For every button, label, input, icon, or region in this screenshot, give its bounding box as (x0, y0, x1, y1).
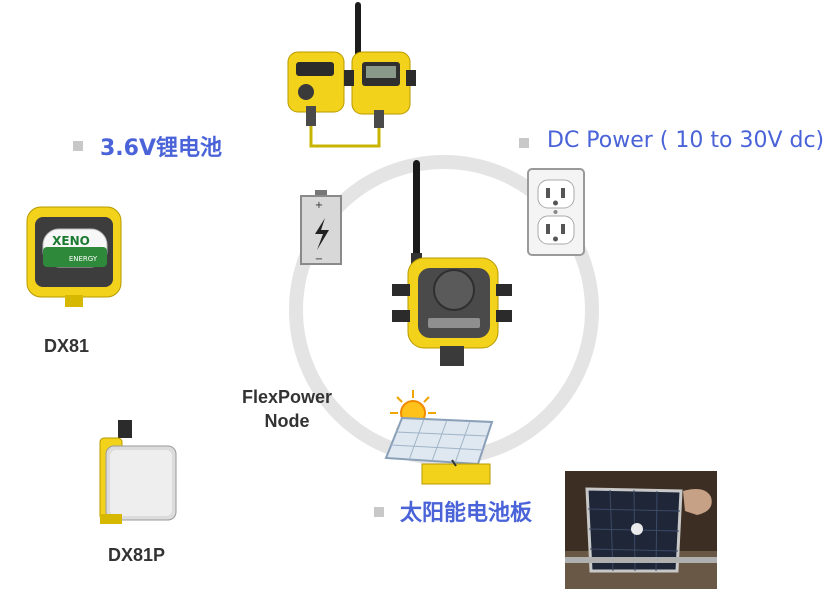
power-outlet-icon (527, 168, 585, 256)
solar-panel-photo (565, 471, 717, 589)
dx81-label: DX81 (44, 336, 90, 356)
solar-bullet (374, 507, 384, 517)
dx81p-device (99, 420, 177, 524)
battery-icon: + − (300, 190, 342, 265)
battery-sub-text: ENERGY (69, 255, 98, 263)
dx81-device: XENO ENERGY (26, 206, 122, 307)
solar-panel-icon (384, 416, 494, 485)
dx81p-label: DX81P (108, 545, 166, 565)
dc-power-label: DC Power ( 10 to 30V dc) (547, 128, 825, 153)
flexpower-node-device (392, 160, 512, 366)
battery-label: 3.6V锂电池 (100, 136, 222, 161)
svg-text:−: − (315, 254, 323, 265)
dc-power-bullet (519, 138, 529, 148)
battery-brand-text: XENO (52, 234, 90, 248)
gateway-devices-image (287, 2, 416, 148)
battery-bullet (73, 141, 83, 151)
node-label-line2: Node (264, 411, 310, 431)
node-label-line1: FlexPower (241, 387, 333, 407)
solar-label: 太阳能电池板 (400, 501, 533, 526)
svg-text:+: + (315, 200, 323, 211)
